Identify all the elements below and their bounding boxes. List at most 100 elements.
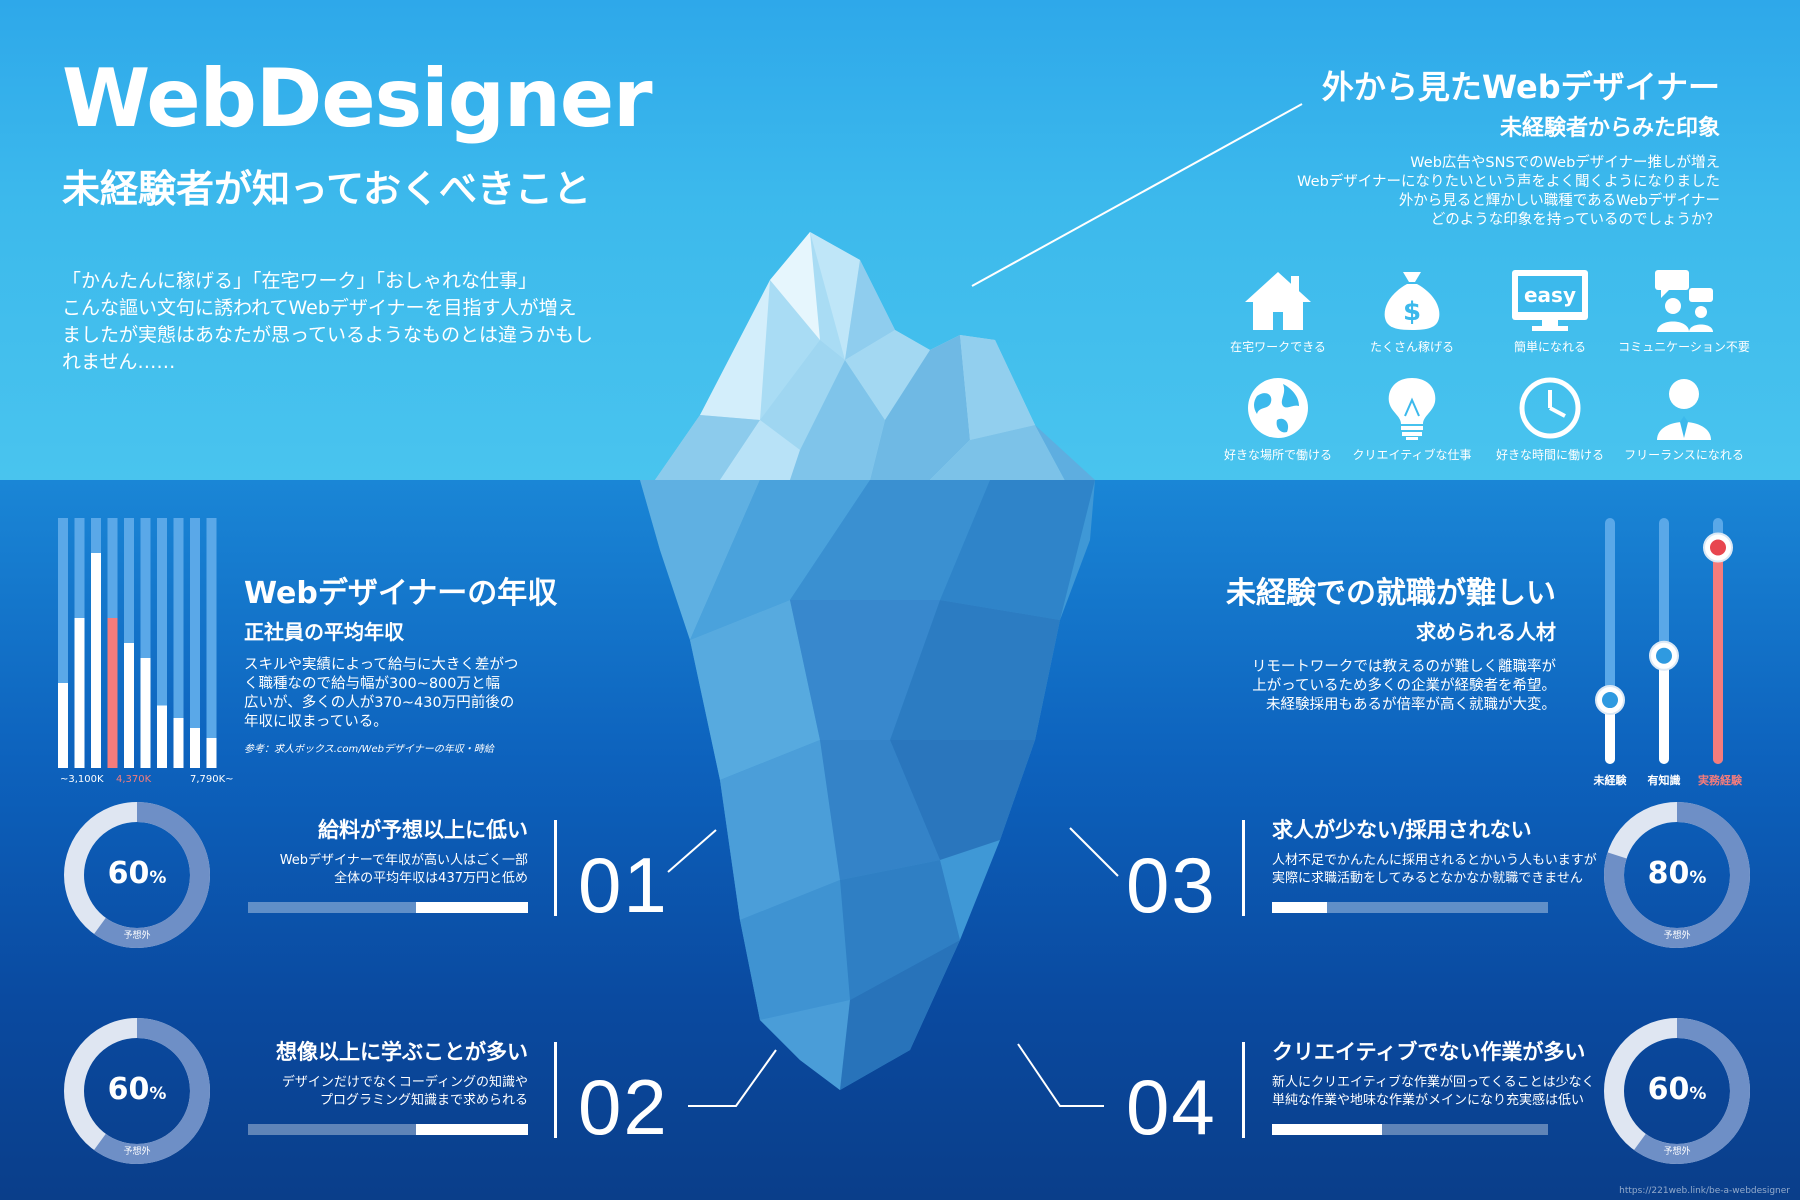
card-line: プログラミング知識まで求められる (319, 1093, 528, 1108)
card-number: 03 (1126, 841, 1217, 929)
card-line: 人材不足でかんたんに採用されるとかいう人もいますが (1272, 853, 1597, 868)
impression-home: 在宅ワークできる (1208, 268, 1348, 368)
impression-easy: easy 簡単になれる (1480, 268, 1620, 368)
card-progress-fill (416, 902, 528, 913)
card-title: 想像以上に学ぶことが多い (276, 1040, 528, 1064)
card-line: 全体の平均年収は437万円と低め (334, 871, 528, 886)
card-progress-bar (1272, 1124, 1548, 1135)
intro-line: ましたが実態はあなたが思っているようなものとは違うかもし (62, 324, 594, 346)
donut-percent: 60% (62, 1072, 212, 1107)
bar (157, 705, 167, 768)
donut-unit: % (1689, 868, 1707, 888)
bar-track (206, 518, 217, 768)
card-divider (554, 820, 557, 916)
outside-line: どのような印象を持っているのでしょうか？ (1430, 212, 1720, 228)
donut-caption: 予想外 (1663, 931, 1691, 941)
outside-line: Webデザイナーになりたいという声をよく聞くようになりました (1297, 174, 1720, 190)
bar-track (58, 518, 68, 768)
lightbulb-icon (1388, 378, 1436, 440)
bar (91, 553, 101, 768)
card-divider (1242, 820, 1245, 916)
impression-label: たくさん稼げる (1369, 340, 1454, 354)
card-progress-fill (1272, 902, 1328, 913)
bar-track (190, 518, 200, 768)
slider-label: 未経験 (1593, 774, 1627, 787)
donut-chart (64, 802, 210, 948)
card-title: クリエイティブでない作業が多い (1272, 1040, 1586, 1064)
card-body: デザインだけでなくコーディングの知識や プログラミング知識まで求められる (282, 1074, 528, 1110)
employment-title: 未経験での就職が難しい (1226, 576, 1556, 611)
intro-line: れません…… (62, 351, 176, 373)
iceberg-illustration (640, 232, 1095, 1090)
monitor-icon: easy (1512, 270, 1588, 331)
donut-percent: 80% (1602, 856, 1752, 891)
money-bag-icon: $ (1384, 272, 1440, 330)
card-progress-bar (248, 1124, 528, 1135)
communication-icon (1655, 270, 1713, 332)
card-progress-bar (248, 902, 528, 913)
monitor-screen-text: easy (1524, 283, 1576, 307)
bar-highlight (107, 618, 118, 768)
bar (173, 718, 184, 768)
svg-text:$: $ (1403, 297, 1421, 327)
bar (190, 728, 200, 768)
card-line: 単純な作業や地味な作業がメインになり充実感は低い (1272, 1093, 1585, 1108)
donut-percent: 60% (1602, 1072, 1752, 1107)
bar (206, 738, 217, 768)
salary-line: く職種なので給与幅が300~800万と幅 (244, 676, 501, 692)
card-progress-fill (416, 1124, 528, 1135)
donut-caption: 予想外 (1663, 1147, 1691, 1157)
slider-knob-center (1710, 539, 1726, 556)
donut-caption: 予想外 (123, 931, 151, 941)
donut-percent: 60% (62, 856, 212, 891)
globe-icon (1248, 378, 1308, 438)
employment-subtitle: 求められる人材 (1416, 620, 1556, 644)
bar-track (140, 518, 151, 768)
outside-subtitle: 未経験者からみた印象 (1499, 116, 1720, 141)
donut-arc (64, 802, 210, 948)
card-body: 新人にクリエイティブな作業が回ってくることは少なく 単純な作業や地味な作業がメイ… (1272, 1074, 1595, 1110)
x-tick-label: ~3,100K (60, 774, 104, 785)
card-number: 02 (578, 1063, 669, 1151)
employment-line: 上がっているため多くの企業が経験者を希望。 (1252, 678, 1556, 694)
donut-arc (1604, 1018, 1750, 1164)
slider-label-highlight: 実務経験 (1698, 774, 1742, 787)
card-number: 04 (1126, 1063, 1217, 1151)
source-url: https://221web.link/be-a-webdesigner (1619, 1186, 1790, 1196)
person-icon (1657, 379, 1711, 440)
intro-text: 「かんたんに稼げる」「在宅ワーク」「おしゃれな仕事」 こんな謳い文句に誘われてW… (62, 268, 662, 376)
donut-chart (64, 1018, 210, 1164)
donut-unit: % (1689, 1084, 1707, 1104)
outside-line: Web広告やSNSでのWebデザイナー推しが増え (1410, 155, 1720, 171)
iceberg-below-water (640, 480, 1095, 1090)
slider-fill (1605, 700, 1615, 764)
card-progress-bar (1272, 902, 1548, 913)
salary-body: スキルや実績によって給与に大きく差がつ く職種なので給与幅が300~800万と幅… (244, 656, 518, 732)
card-divider (1242, 1042, 1245, 1138)
outside-line: 外から見ると輝かしい職種であるWebデザイナー (1398, 193, 1720, 209)
salary-bar-chart (58, 518, 217, 768)
card-divider (554, 1042, 557, 1138)
salary-line: 年収に収まっている。 (244, 714, 388, 730)
house-icon (1245, 272, 1311, 330)
outside-title: 外から見たWebデザイナー (1321, 68, 1720, 106)
donut-unit: % (149, 868, 167, 888)
donut-value: 80 (1647, 856, 1690, 891)
impression-time: 好きな時間に働ける (1480, 376, 1620, 476)
bar (58, 683, 68, 768)
impression-label: 好きな場所で働ける (1223, 448, 1332, 462)
bar (74, 618, 85, 768)
intro-line: こんな謳い文句に誘われてWebデザイナーを目指す人が増え (62, 297, 577, 319)
impression-communication: コミュニケーション不要 (1614, 268, 1754, 368)
slider-fill (1713, 547, 1723, 764)
bar-track (173, 518, 184, 768)
iceberg-above-water (640, 232, 1095, 490)
donut-value: 60 (107, 856, 150, 891)
clock-icon (1519, 377, 1581, 439)
card-progress-fill (1272, 1124, 1383, 1135)
card-body: Webデザイナーで年収が高い人はごく一部 全体の平均年収は437万円と低め (280, 852, 528, 888)
donut-arc (1604, 802, 1750, 948)
impression-label: 簡単になれる (1513, 340, 1586, 354)
donut-value: 60 (1647, 1072, 1690, 1107)
